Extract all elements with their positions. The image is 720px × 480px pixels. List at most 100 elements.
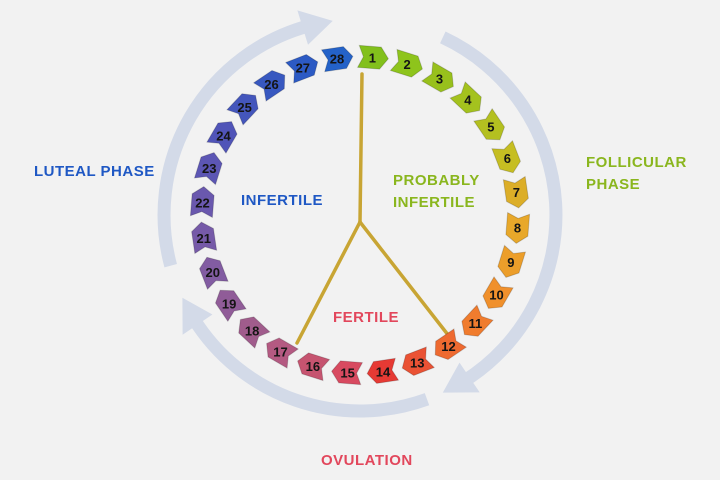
day-number: 20 bbox=[205, 265, 219, 280]
day-marker: 3 bbox=[420, 61, 454, 93]
day-tag-shape bbox=[473, 107, 506, 141]
day-number: 8 bbox=[514, 220, 521, 235]
day-tag-shape bbox=[284, 53, 319, 84]
day-marker: 24 bbox=[206, 121, 238, 155]
ovulation-label: OVULATION bbox=[321, 452, 413, 469]
day-tag-shape bbox=[389, 48, 423, 78]
day-marker: 8 bbox=[505, 211, 531, 244]
day-number: 5 bbox=[487, 120, 494, 135]
fertile-label: FERTILE bbox=[333, 309, 399, 326]
cycle-arrow-arc bbox=[440, 31, 563, 387]
day-marker: 25 bbox=[226, 93, 259, 126]
day-number: 2 bbox=[403, 57, 410, 72]
infertile-label: INFERTILE bbox=[241, 192, 323, 209]
day-tag-shape bbox=[356, 44, 389, 70]
follicular-phase-label: FOLLICULAR PHASE bbox=[586, 152, 687, 196]
day-number: 25 bbox=[237, 100, 251, 115]
day-marker: 5 bbox=[473, 107, 506, 141]
day-marker: 1 bbox=[356, 44, 389, 70]
day-tag-shape bbox=[401, 346, 436, 377]
day-number: 21 bbox=[196, 231, 210, 246]
day-number: 26 bbox=[264, 77, 278, 92]
day-marker: 18 bbox=[238, 316, 271, 349]
day-marker: 22 bbox=[189, 186, 215, 219]
day-marker: 6 bbox=[491, 139, 522, 174]
follicular-label-line2: PHASE bbox=[586, 176, 641, 193]
day-marker: 2 bbox=[389, 48, 423, 78]
day-marker: 14 bbox=[366, 357, 400, 384]
day-number: 16 bbox=[306, 359, 320, 374]
day-marker: 19 bbox=[214, 289, 247, 323]
day-number: 17 bbox=[273, 345, 287, 360]
day-marker: 15 bbox=[331, 360, 364, 386]
day-number: 7 bbox=[513, 185, 520, 200]
day-tag-shape bbox=[491, 139, 522, 174]
day-tag-shape bbox=[366, 357, 400, 384]
day-tag-shape bbox=[434, 328, 468, 361]
cycle-arrowhead bbox=[297, 10, 333, 45]
day-number: 27 bbox=[296, 61, 310, 76]
cycle-arrowhead bbox=[442, 362, 480, 393]
day-number: 22 bbox=[195, 196, 209, 211]
day-marker: 7 bbox=[502, 175, 529, 209]
follicular-label-line1: FOLLICULAR bbox=[586, 154, 687, 171]
day-marker: 26 bbox=[252, 69, 286, 102]
day-tag-shape bbox=[238, 316, 271, 349]
day-tag-shape bbox=[189, 186, 215, 219]
day-marker: 13 bbox=[401, 346, 436, 377]
day-number: 28 bbox=[330, 52, 344, 67]
day-number: 11 bbox=[469, 316, 483, 331]
day-number: 13 bbox=[410, 355, 424, 370]
day-tag-shape bbox=[252, 69, 286, 102]
day-marker: 20 bbox=[198, 256, 229, 291]
luteal-phase-label: LUTEAL PHASE bbox=[34, 163, 155, 180]
day-number: 10 bbox=[489, 288, 503, 303]
day-tag-shape bbox=[214, 289, 247, 323]
day-tag-shape bbox=[198, 256, 229, 291]
day-tag-shape bbox=[505, 211, 531, 244]
day-tag-shape bbox=[320, 46, 354, 73]
day-number: 24 bbox=[216, 129, 231, 144]
day-number: 3 bbox=[436, 72, 443, 87]
cycle-arrowhead bbox=[182, 297, 213, 335]
day-tag-shape bbox=[461, 304, 494, 337]
day-tag-shape bbox=[191, 221, 218, 255]
day-number: 1 bbox=[369, 51, 376, 66]
day-tag-shape bbox=[331, 360, 364, 386]
day-marker: 23 bbox=[193, 152, 223, 186]
day-marker: 27 bbox=[284, 53, 319, 84]
day-marker: 17 bbox=[266, 337, 300, 369]
day-tag-shape bbox=[266, 337, 300, 369]
day-tag-shape bbox=[502, 175, 529, 209]
day-marker: 12 bbox=[434, 328, 468, 361]
probably-label-line1: PROBABLY bbox=[393, 172, 480, 189]
day-tag-shape bbox=[206, 121, 238, 155]
cycle-arrow-arc bbox=[188, 315, 430, 418]
probably-label-line2: INFERTILE bbox=[393, 194, 475, 211]
cycle-arrow-arc bbox=[157, 19, 311, 268]
day-number: 12 bbox=[441, 339, 455, 354]
phase-divider-line bbox=[358, 72, 364, 224]
day-marker: 16 bbox=[297, 352, 331, 382]
day-number: 18 bbox=[245, 323, 259, 338]
day-tag-shape bbox=[226, 93, 259, 126]
day-tag-shape bbox=[482, 275, 514, 309]
day-number: 14 bbox=[376, 364, 391, 379]
day-number: 19 bbox=[222, 297, 236, 312]
day-marker: 10 bbox=[482, 275, 514, 309]
phase-dividers bbox=[295, 72, 454, 345]
day-tag-shape bbox=[420, 61, 454, 93]
day-marker: 11 bbox=[461, 304, 494, 337]
day-tag-shape bbox=[497, 244, 527, 278]
day-number: 23 bbox=[202, 161, 216, 176]
day-marker: 4 bbox=[449, 81, 482, 114]
day-tag-shape bbox=[297, 352, 331, 382]
day-number: 4 bbox=[464, 93, 472, 108]
cycle-arrows bbox=[157, 10, 563, 418]
day-marker: 21 bbox=[191, 221, 218, 255]
day-number: 6 bbox=[504, 151, 511, 166]
day-tag-shape bbox=[193, 152, 223, 186]
day-tag-shape bbox=[449, 81, 482, 114]
